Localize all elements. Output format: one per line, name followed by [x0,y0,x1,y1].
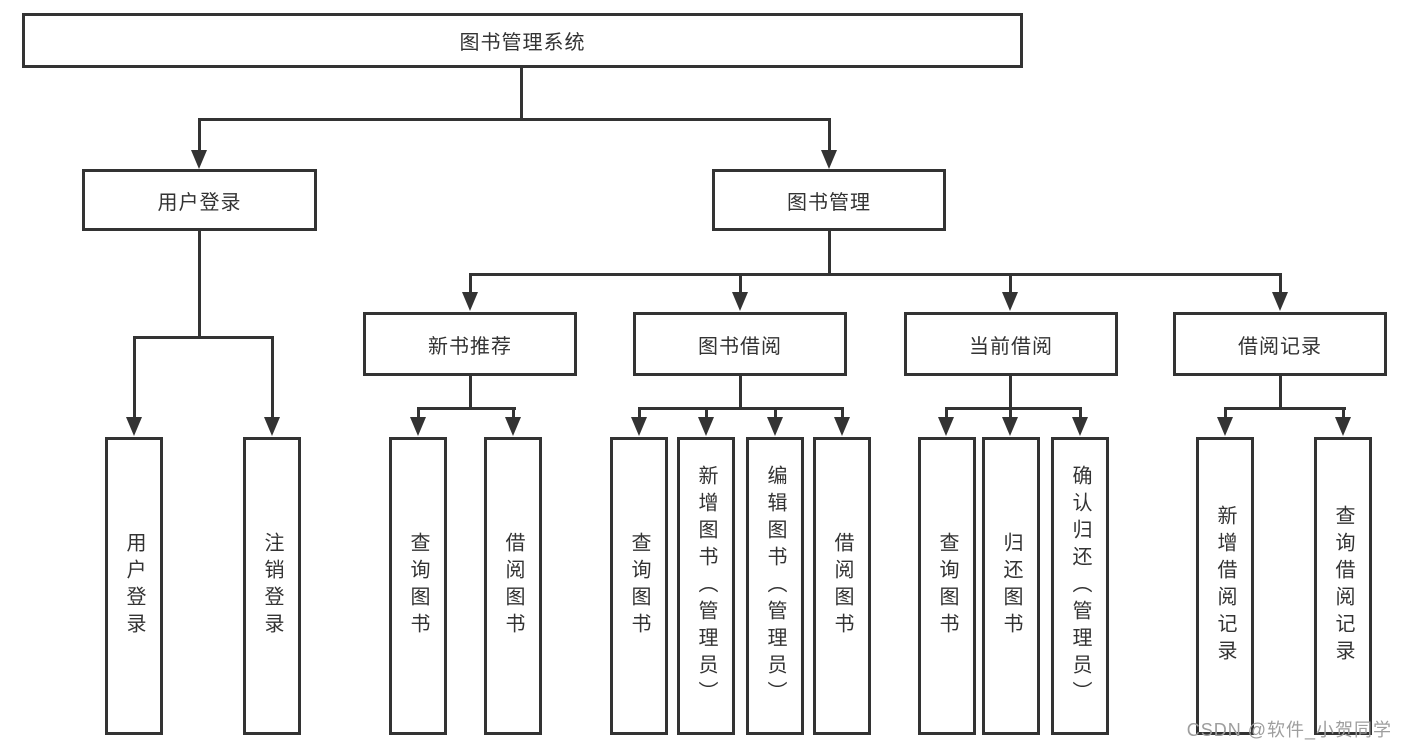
arrowhead-new-book-recommend [462,292,478,311]
connector-level3-branch [469,273,1282,276]
arrowhead-cb-return-books [1002,417,1018,436]
node-book-management-label: 图书管理 [787,191,871,214]
connector-book-borrow-branch [638,407,844,410]
node-new-book-recommend: 新书推荐 [363,312,577,376]
connector-leaf-logout-drop [271,336,274,417]
leaf-user-login-label: 用户登录 [123,532,145,640]
node-root-label: 图书管理系统 [459,32,586,54]
node-book-borrow-label: 图书借阅 [698,335,782,358]
leaf-records-add-record-label: 新增借阅记录 [1214,505,1236,667]
node-borrow-records-label: 借阅记录 [1238,335,1322,358]
connector-nb-query-drop [417,407,420,417]
connector-user-login-branch [133,336,273,339]
connector-bb-add-drop [705,407,708,417]
connector-br-query-drop [1342,407,1345,417]
connector-borrow-records-stem [1279,376,1282,407]
node-user-login-label: 用户登录 [157,191,242,214]
arrowhead-br-query-record [1335,417,1351,436]
connector-nb-borrow-drop [512,407,515,417]
leaf-borrow-borrow-books: 借阅图书 [813,437,871,735]
leaf-borrow-edit-books-admin-label: 编辑图书（管理员） [764,464,786,708]
leaf-borrow-query-books-label: 查询图书 [628,532,650,640]
connector-user-login-drop [198,118,201,150]
leaf-newbook-query-books: 查询图书 [389,437,447,735]
node-root: 图书管理系统 [22,13,1023,68]
arrowhead-book-borrow [732,292,748,311]
arrowhead-current-borrow [1002,292,1018,311]
leaf-logout: 注销登录 [243,437,301,735]
leaf-borrow-edit-books-admin: 编辑图书（管理员） [746,437,804,735]
connector-bb-edit-drop [774,407,777,417]
connector-new-book-stem [469,376,472,407]
leaf-newbook-borrow-books-label: 借阅图书 [502,532,524,640]
arrowhead-nb-query-books [410,417,426,436]
connector-bb-borrow-drop [841,407,844,417]
connector-new-book-branch [417,407,516,410]
node-book-management: 图书管理 [712,169,946,231]
csdn-watermark: CSDN @软件_小贺同学 [1186,720,1392,740]
leaf-current-query-books: 查询图书 [918,437,976,735]
node-current-borrow: 当前借阅 [904,312,1118,376]
leaf-records-add-record: 新增借阅记录 [1196,437,1254,735]
leaf-newbook-borrow-books: 借阅图书 [484,437,542,735]
leaf-logout-label: 注销登录 [261,532,283,640]
arrowhead-bb-query-books [631,417,647,436]
leaf-user-login: 用户登录 [105,437,163,735]
connector-current-borrow-branch [945,407,1082,410]
arrowhead-nb-borrow-books [505,417,521,436]
node-new-book-recommend-label: 新书推荐 [428,335,512,358]
arrowhead-br-add-record [1217,417,1233,436]
connector-level2-branch [198,118,831,121]
connector-bb-query-drop [638,407,641,417]
arrowhead-bb-add-books [698,417,714,436]
arrowhead-book-management [821,150,837,169]
arrowhead-borrow-records [1272,292,1288,311]
leaf-borrow-add-books-admin: 新增图书（管理员） [677,437,735,735]
arrowhead-bb-edit-books [767,417,783,436]
leaf-current-return-books: 归还图书 [982,437,1040,735]
connector-book-management-stem [828,231,831,273]
leaf-borrow-query-books: 查询图书 [610,437,668,735]
node-borrow-records: 借阅记录 [1173,312,1387,376]
leaf-records-query-record: 查询借阅记录 [1314,437,1372,735]
connector-current-borrow-drop [1009,273,1012,292]
connector-cb-query-drop [945,407,948,417]
connector-book-borrow-stem [739,376,742,407]
connector-cb-return-drop [1009,407,1012,417]
arrowhead-cb-query-books [938,417,954,436]
connector-book-borrow-drop [739,273,742,292]
connector-cb-confirm-drop [1079,407,1082,417]
leaf-records-query-record-label: 查询借阅记录 [1332,505,1354,667]
leaf-newbook-query-books-label: 查询图书 [407,532,429,640]
connector-br-add-drop [1224,407,1227,417]
node-user-login: 用户登录 [82,169,317,231]
connector-borrow-records-drop [1279,273,1282,292]
connector-user-login-stem [198,231,201,336]
connector-new-book-drop [469,273,472,292]
node-current-borrow-label: 当前借阅 [969,335,1053,358]
arrowhead-leaf-user-login [126,417,142,436]
connector-root-stem [520,68,523,118]
leaf-current-confirm-return-admin-label: 确认归还（管理员） [1069,464,1091,708]
connector-borrow-records-branch [1224,407,1346,410]
arrowhead-user-login [191,150,207,169]
leaf-current-query-books-label: 查询图书 [936,532,958,640]
connector-book-management-drop [828,118,831,150]
leaf-current-return-books-label: 归还图书 [1000,532,1022,640]
leaf-borrow-borrow-books-label: 借阅图书 [831,532,853,640]
node-book-borrow: 图书借阅 [633,312,847,376]
leaf-current-confirm-return-admin: 确认归还（管理员） [1051,437,1109,735]
connector-leaf-user-login-drop [133,336,136,417]
leaf-borrow-add-books-admin-label: 新增图书（管理员） [695,464,717,708]
arrowhead-bb-borrow-books [834,417,850,436]
connector-current-borrow-stem [1009,376,1012,407]
arrowhead-leaf-logout [264,417,280,436]
arrowhead-cb-confirm-return [1072,417,1088,436]
